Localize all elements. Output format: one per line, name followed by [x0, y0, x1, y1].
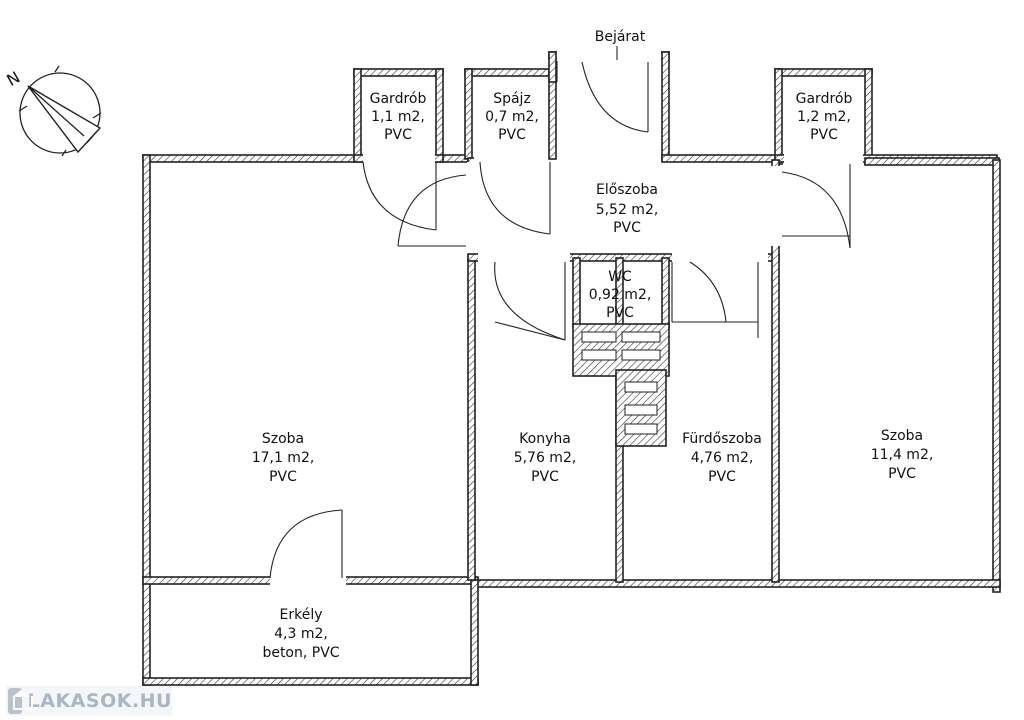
- chimney-flues: [581, 331, 661, 435]
- gardrob-left-floor: PVC: [384, 127, 412, 143]
- szoba-right-name: Szoba: [881, 428, 923, 444]
- watermark-logo: LAKASOK.HU: [6, 686, 172, 716]
- erkely-name: Erkély: [280, 607, 323, 623]
- gardrob-left-area: 1,1 m2,: [371, 109, 425, 125]
- spajz-floor: PVC: [498, 127, 526, 143]
- spajz-area: 0,7 m2,: [485, 109, 539, 125]
- szoba-left-area: 17,1 m2,: [252, 450, 315, 466]
- furdoszoba-floor: PVC: [708, 469, 736, 485]
- north-arrow-icon: N: [3, 65, 102, 157]
- house-logo-icon: [8, 688, 33, 714]
- walls: [142, 51, 1001, 686]
- wc-floor: PVC: [606, 305, 634, 321]
- openings: [270, 51, 863, 586]
- erkely-floor: beton, PVC: [262, 645, 339, 661]
- gardrob-right-name: Gardrób: [796, 91, 853, 107]
- gardrob-right-floor: PVC: [810, 127, 838, 143]
- konyha-name: Konyha: [519, 431, 571, 447]
- eloszoba-area: 5,52 m2,: [596, 202, 659, 218]
- szoba-left-name: Szoba: [262, 431, 304, 447]
- wc-area: 0,92 m2,: [589, 287, 652, 303]
- szoba-right-floor: PVC: [888, 466, 916, 482]
- doors: [269, 46, 851, 579]
- gardrob-right-area: 1,2 m2,: [797, 109, 851, 125]
- furdoszoba-area: 4,76 m2,: [691, 450, 754, 466]
- szoba-left-floor: PVC: [269, 469, 297, 485]
- furdoszoba-name: Fürdőszoba: [682, 431, 762, 447]
- eloszoba-name: Előszoba: [596, 182, 658, 198]
- compass-north-label: N: [3, 67, 23, 89]
- room-labels: Bejárat Gardrób 1,1 m2, PVC Spájz 0,7 m2…: [252, 29, 934, 661]
- eloszoba-floor: PVC: [613, 220, 641, 236]
- watermark-text: LAKASOK.HU: [27, 690, 172, 712]
- spajz-name: Spájz: [493, 91, 531, 107]
- konyha-floor: PVC: [531, 469, 559, 485]
- szoba-right-area: 11,4 m2,: [871, 447, 934, 463]
- gardrob-left-name: Gardrób: [370, 91, 427, 107]
- wc-name: WC: [608, 269, 632, 285]
- entrance-label: Bejárat: [595, 29, 646, 45]
- konyha-area: 5,76 m2,: [514, 450, 577, 466]
- erkely-area: 4,3 m2,: [274, 626, 328, 642]
